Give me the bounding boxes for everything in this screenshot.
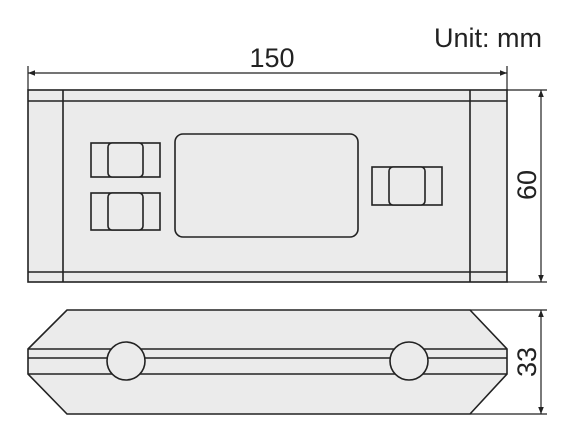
left-upper-button — [90, 142, 161, 178]
right-magnet-hole — [389, 341, 429, 381]
left-magnet-hole — [106, 341, 146, 381]
right-button — [371, 166, 443, 206]
depth-dimension — [470, 309, 547, 415]
side-view — [27, 309, 508, 415]
height-dimension-label: 60 — [512, 170, 542, 200]
display-window — [174, 133, 359, 238]
side-body-outline — [27, 309, 508, 415]
depth-dimension-label: 33 — [512, 347, 542, 377]
unit-label: Unit: mm — [434, 23, 542, 53]
left-lower-button — [90, 192, 161, 231]
height-dimension — [507, 89, 547, 283]
width-dimension — [27, 66, 508, 90]
width-dimension-label: 150 — [249, 43, 294, 73]
top-view — [27, 89, 508, 283]
